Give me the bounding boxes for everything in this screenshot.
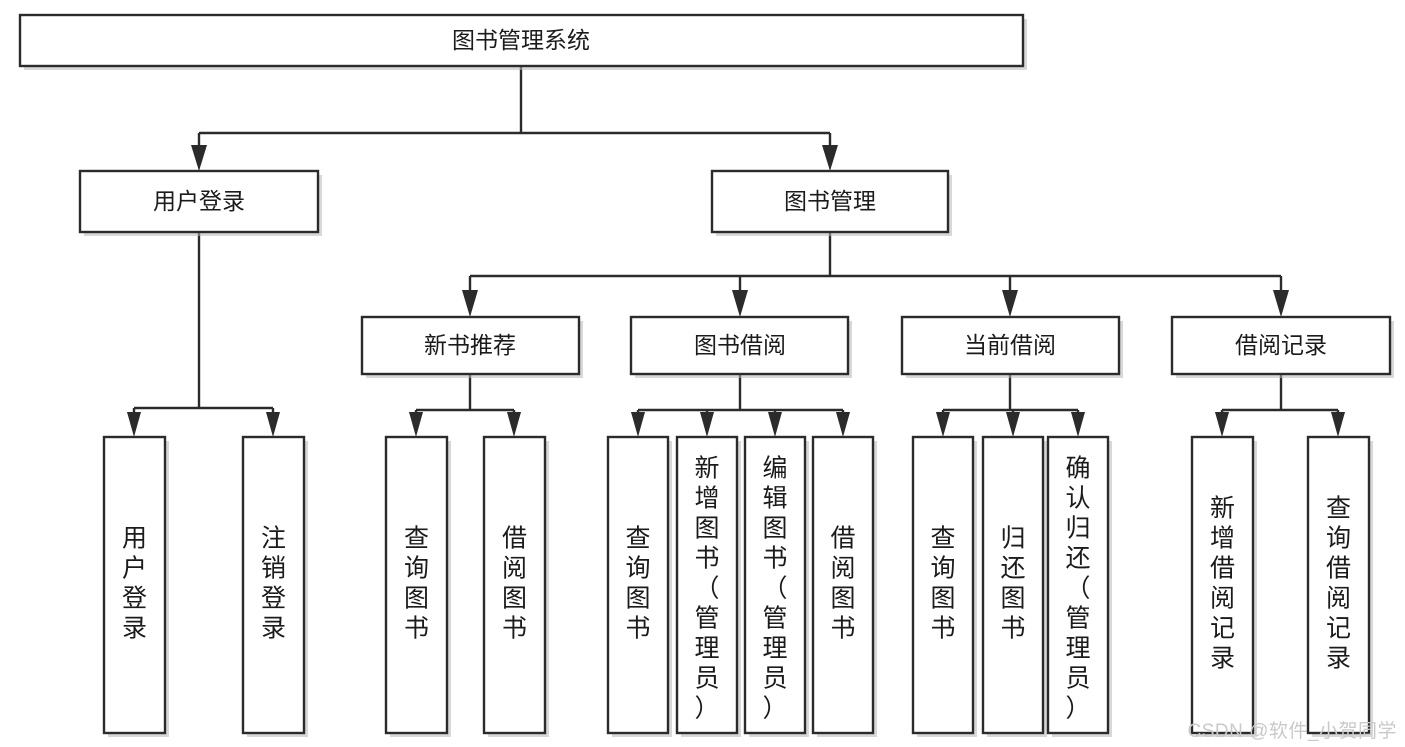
leaf-label: 借阅图书 <box>502 524 527 642</box>
leaf-node[interactable]: 注销登录 <box>241 435 308 737</box>
leaf-label: 用户登录 <box>122 524 147 642</box>
leaf-node-layer: 用户登录 注销登录 查询图书 借阅图书 查询图书 新增图书（管理员） 编辑图书（管理员） 借阅… <box>102 435 1373 737</box>
arrow-user-login-child-2 <box>266 412 280 437</box>
leaf-box <box>482 435 547 735</box>
leaf-label: 查询图书 <box>404 524 429 642</box>
leaf-box <box>606 435 670 735</box>
arrow-records-child-1 <box>1215 412 1229 437</box>
arrow-root-to-book-mgmt <box>822 145 838 171</box>
current-borrowing-box <box>900 315 1121 376</box>
leaf-label: 归还图书 <box>1000 524 1025 642</box>
arrow-book-mgmt-to-current <box>1002 290 1018 317</box>
new-book-recommendation-box <box>360 315 581 376</box>
leaf-node[interactable]: 确认归还（管理员） <box>1046 435 1112 737</box>
node-root[interactable]: 图书管理系统 <box>18 13 1027 70</box>
leaf-label: 查询图书 <box>930 524 955 642</box>
node-current-borrowing[interactable]: 当前借阅 <box>900 315 1123 378</box>
user-login-box <box>78 169 320 234</box>
leaf-label: 新增图书（管理员） <box>694 454 719 722</box>
leaf-node[interactable]: 查询借阅记录 <box>1306 435 1373 737</box>
arrow-book-mgmt-to-new-books <box>462 290 478 317</box>
node-borrowing-records[interactable]: 借阅记录 <box>1170 315 1394 378</box>
leaf-box <box>1190 435 1255 735</box>
user-login-label: 用户登录 <box>153 188 245 214</box>
leaf-node[interactable]: 新增图书（管理员） <box>675 435 741 737</box>
node-user-login[interactable]: 用户登录 <box>78 169 322 236</box>
arrow-book-mgmt-to-records <box>1273 290 1289 317</box>
leaf-label: 注销登录 <box>261 524 286 642</box>
arrow-borrow-child-2 <box>700 412 714 437</box>
leaf-node[interactable]: 查询图书 <box>911 435 977 737</box>
arrow-current-child-1 <box>936 412 950 437</box>
leaf-label: 查询借阅记录 <box>1326 494 1351 672</box>
leaf-node[interactable]: 查询图书 <box>606 435 672 737</box>
leaf-node[interactable]: 归还图书 <box>981 435 1047 737</box>
leaf-box <box>743 435 807 735</box>
leaf-node[interactable]: 借阅图书 <box>482 435 549 737</box>
arrow-records-child-2 <box>1331 412 1345 437</box>
node-book-management[interactable]: 图书管理 <box>710 169 952 236</box>
leaf-label: 借阅图书 <box>830 524 855 642</box>
leaf-box <box>811 435 875 735</box>
borrowing-records-box <box>1170 315 1392 376</box>
leaf-node[interactable]: 用户登录 <box>102 435 169 737</box>
leaf-node[interactable]: 新增借阅记录 <box>1190 435 1257 737</box>
arrow-current-child-2 <box>1006 412 1020 437</box>
arrow-new-books-child-2 <box>507 412 521 437</box>
leaf-box <box>911 435 975 735</box>
arrow-new-books-child-1 <box>409 412 423 437</box>
arrow-current-child-3 <box>1071 412 1085 437</box>
leaf-node[interactable]: 借阅图书 <box>811 435 877 737</box>
leaf-box <box>1306 435 1371 735</box>
leaf-label: 查询图书 <box>625 524 650 642</box>
book-management-label: 图书管理 <box>784 188 876 214</box>
arrow-borrow-child-1 <box>631 412 645 437</box>
connector-layer <box>127 66 1345 437</box>
node-new-book-recommendation[interactable]: 新书推荐 <box>360 315 583 378</box>
leaf-node[interactable]: 编辑图书（管理员） <box>743 435 809 737</box>
leaf-label: 确认归还（管理员） <box>1065 454 1090 722</box>
leaf-box <box>981 435 1045 735</box>
leaf-box <box>384 435 449 735</box>
book-borrowing-box <box>629 315 850 376</box>
leaf-label: 编辑图书（管理员） <box>762 454 787 722</box>
current-borrowing-label: 当前借阅 <box>964 332 1056 358</box>
arrow-borrow-child-3 <box>768 412 782 437</box>
leaf-box <box>102 435 167 735</box>
new-book-recommendation-label: 新书推荐 <box>424 332 516 358</box>
node-book-borrowing[interactable]: 图书借阅 <box>629 315 852 378</box>
book-management-box <box>710 169 950 234</box>
borrowing-records-label: 借阅记录 <box>1235 332 1327 358</box>
arrow-root-to-user-login <box>191 145 207 171</box>
root-label: 图书管理系统 <box>452 27 590 53</box>
root-box <box>18 13 1025 68</box>
book-borrowing-label: 图书借阅 <box>694 332 786 358</box>
leaf-box <box>1046 435 1110 735</box>
leaf-box <box>675 435 739 735</box>
leaf-node[interactable]: 查询图书 <box>384 435 451 737</box>
leaf-box <box>241 435 306 735</box>
arrow-user-login-child-1 <box>127 412 141 437</box>
arrow-borrow-child-4 <box>836 412 850 437</box>
arrow-book-mgmt-to-borrow <box>732 290 748 317</box>
leaf-label: 新增借阅记录 <box>1210 494 1235 672</box>
